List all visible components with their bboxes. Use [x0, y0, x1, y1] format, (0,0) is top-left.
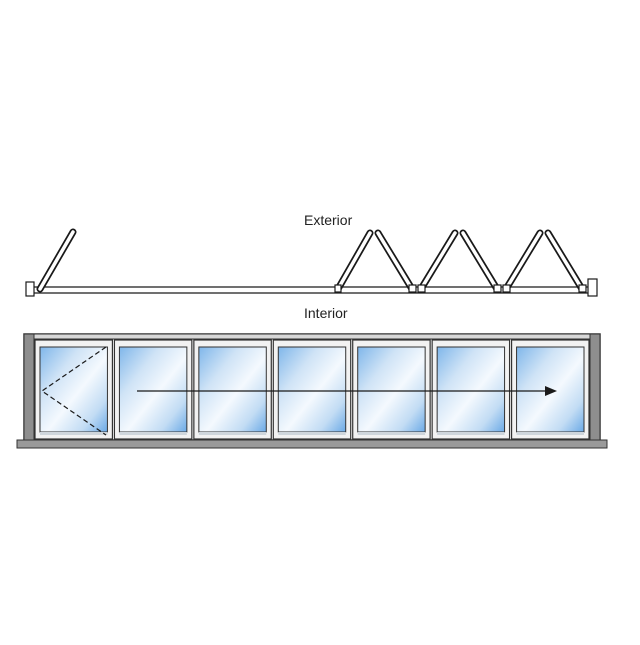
door-panel-5 — [352, 339, 431, 440]
door-panel-4 — [272, 339, 352, 440]
door-panels — [34, 339, 590, 440]
glass-pane — [277, 346, 347, 433]
interior-label: Interior — [304, 305, 348, 321]
glass-pane — [436, 346, 506, 433]
left-jamb — [25, 281, 35, 297]
left-jamb-elevation — [23, 333, 35, 441]
glass-pane — [357, 346, 426, 433]
right-jamb-elevation — [589, 333, 601, 441]
door-panel-2 — [113, 339, 193, 440]
plan-folded-panels — [334, 229, 587, 293]
right-jamb — [587, 278, 598, 297]
plan-view — [25, 228, 598, 297]
head-rail — [33, 333, 591, 340]
exterior-label: Exterior — [304, 212, 353, 228]
door-panel-6 — [431, 339, 511, 440]
plan-swing-panel — [36, 228, 77, 293]
sill — [16, 439, 608, 449]
swing-indicator — [40, 346, 107, 436]
door-panel-3 — [193, 339, 272, 440]
door-panel-1 — [34, 339, 114, 440]
glass-pane — [118, 346, 188, 433]
glass-pane — [39, 346, 108, 433]
glass-pane — [198, 346, 267, 433]
elevation-view — [16, 333, 608, 449]
slide-direction-arrow — [137, 386, 557, 396]
